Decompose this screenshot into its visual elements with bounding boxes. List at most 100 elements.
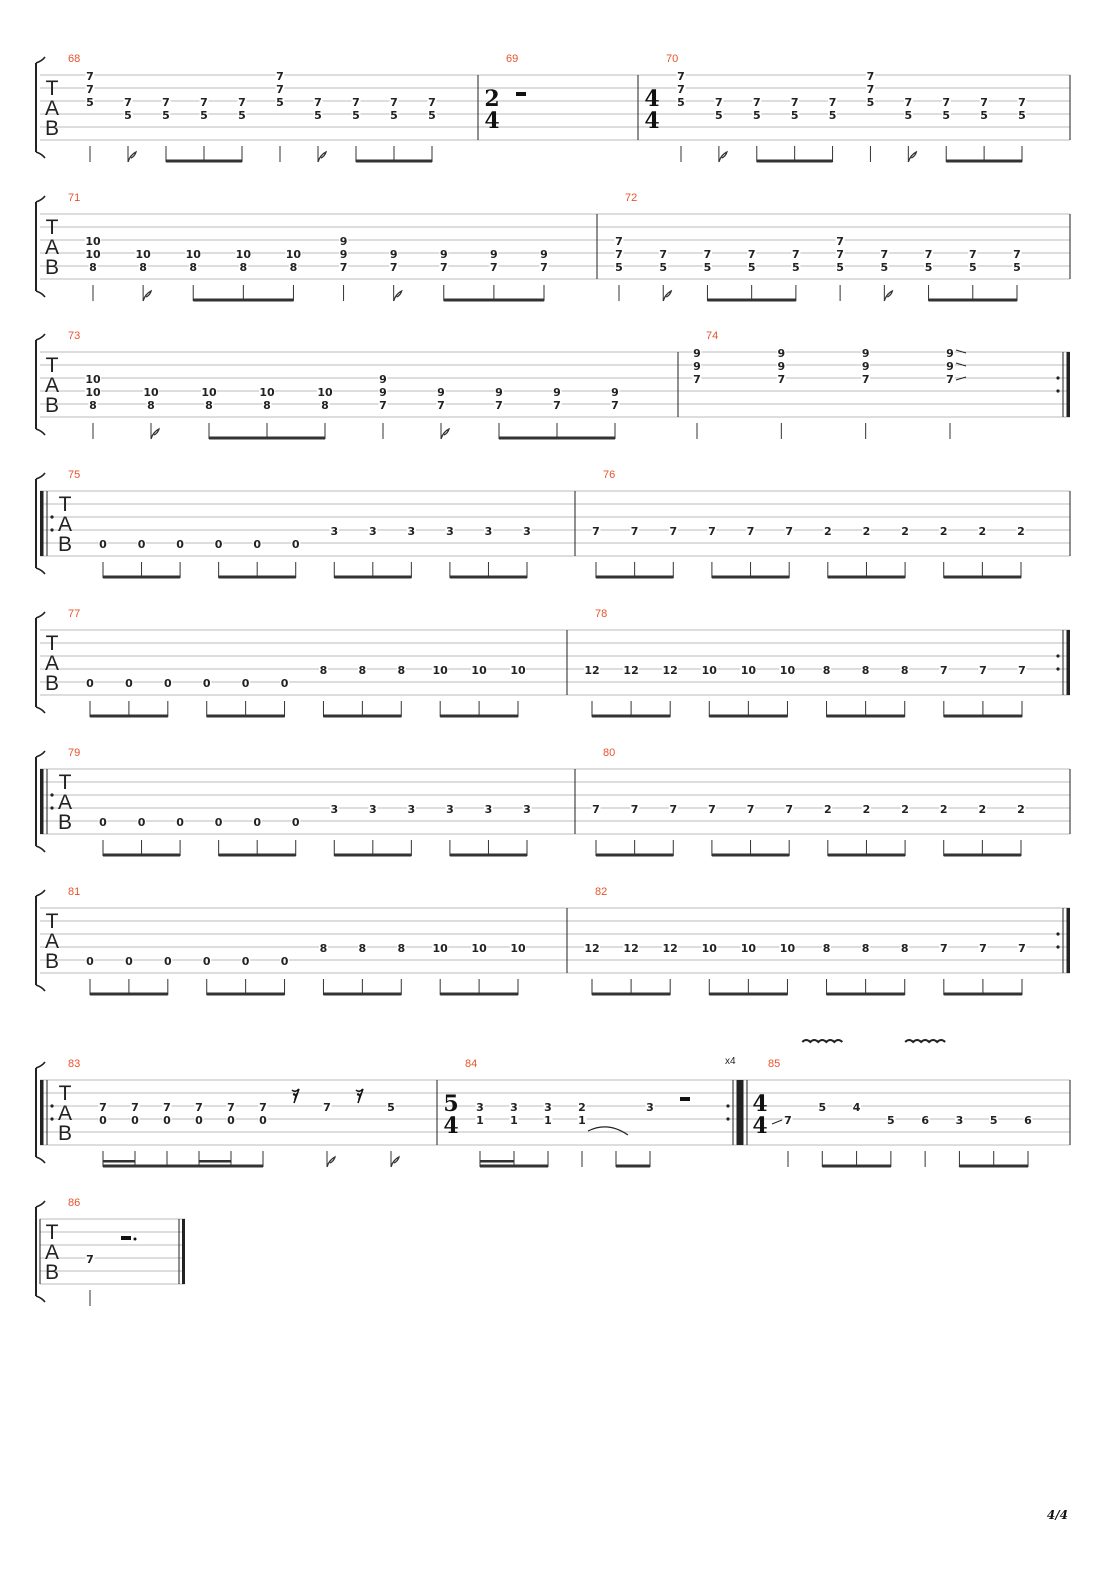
- beam: [826, 714, 905, 718]
- fret-number: 3: [485, 525, 493, 538]
- fret-number: 8: [89, 261, 97, 274]
- fret-number: 5: [704, 261, 712, 274]
- time-signature-top: 2: [484, 86, 499, 112]
- fret-mask: [199, 109, 209, 120]
- fret-number: 5: [428, 109, 436, 122]
- fret-number: 5: [162, 109, 170, 122]
- fret-number: 2: [1017, 803, 1025, 816]
- fret-number: 7: [785, 803, 793, 816]
- note-column: 10: [740, 664, 757, 717]
- beam: [206, 992, 285, 996]
- beam: [103, 1164, 263, 1168]
- fret-mask: [776, 360, 786, 371]
- fret-mask: [968, 248, 978, 259]
- fret-mask: [865, 70, 875, 81]
- fret-number: 9: [390, 248, 398, 261]
- note-column: 70: [226, 1101, 236, 1167]
- note-column: 0: [280, 677, 290, 717]
- fret-number: 10: [85, 235, 101, 248]
- tab-clef-letter: T: [59, 493, 72, 516]
- fret-mask: [291, 816, 301, 827]
- tab-clef-letter: T: [46, 354, 59, 377]
- fret-number: 7: [259, 1101, 267, 1114]
- fret-number: 7: [276, 70, 284, 83]
- fret-number: 5: [925, 261, 933, 274]
- fret-number: 1: [476, 1114, 484, 1127]
- fret-mask: [85, 373, 101, 384]
- note-flag: [326, 1155, 336, 1168]
- fret-number: 9: [693, 347, 701, 360]
- fret-number: 8: [205, 399, 213, 412]
- fret-number: 9: [778, 347, 786, 360]
- note-column: 0: [163, 677, 173, 717]
- fret-mask: [835, 261, 845, 272]
- fret-mask: [130, 1114, 140, 1125]
- fret-number: 7: [677, 70, 685, 83]
- fret-mask: [817, 1101, 827, 1112]
- note-column: 0: [85, 955, 95, 995]
- fret-number: 8: [823, 942, 831, 955]
- fret-mask: [389, 109, 399, 120]
- fret-mask: [214, 816, 224, 827]
- fret-number: 7: [124, 96, 132, 109]
- measure-number: 81: [68, 886, 80, 898]
- fret-mask: [235, 248, 252, 259]
- fret-number: 3: [646, 1101, 654, 1114]
- note-flag: [390, 1155, 400, 1168]
- fret-mask: [475, 1114, 485, 1125]
- note-column: 775: [275, 70, 285, 162]
- fret-number: 10: [471, 664, 487, 677]
- fret-number: 7: [495, 399, 503, 412]
- note-column: 75: [427, 96, 437, 162]
- beam: [90, 992, 168, 996]
- fret-number: 7: [693, 373, 701, 386]
- fret-mask: [259, 386, 275, 397]
- fret-number: 7: [200, 96, 208, 109]
- measure-number: 82: [595, 886, 607, 898]
- fret-number: 8: [320, 664, 328, 677]
- note-column: 97: [610, 386, 620, 439]
- note-column: 10: [510, 664, 526, 717]
- fret-mask: [88, 399, 98, 410]
- note-column: 75: [879, 248, 894, 302]
- fret-mask: [1017, 109, 1027, 120]
- fret-number: 7: [390, 96, 398, 109]
- note-column: 31: [509, 1101, 519, 1167]
- fret-mask: [351, 96, 361, 107]
- note-column: 5: [886, 1114, 896, 1167]
- vibrato-mark: [801, 1039, 843, 1044]
- fret-number: 9: [379, 373, 387, 386]
- note-column: 775: [676, 70, 686, 162]
- fret-mask: [941, 96, 951, 107]
- fret-mask: [978, 664, 988, 675]
- note-column: 3: [483, 525, 493, 578]
- fret-mask: [623, 942, 640, 953]
- beam: [592, 714, 671, 718]
- note-column: 75: [968, 248, 978, 301]
- repeat-thick-bar: [40, 491, 44, 556]
- fret-mask: [939, 664, 949, 675]
- fret-mask: [318, 942, 328, 953]
- fret-mask: [432, 664, 449, 675]
- beam: [827, 575, 906, 579]
- fret-mask: [339, 261, 349, 272]
- fret-mask: [790, 96, 800, 107]
- fret-mask: [436, 386, 446, 397]
- measure-number: 70: [666, 53, 678, 65]
- note-flag: [317, 150, 327, 163]
- fret-number: 9: [946, 347, 954, 360]
- measure-number: 79: [68, 747, 80, 759]
- fret-number: 5: [677, 96, 685, 109]
- note-column: 75: [702, 248, 712, 301]
- note-column: 10: [779, 664, 796, 717]
- beam-secondary: [199, 1160, 231, 1163]
- tab-clef-letter: B: [45, 394, 59, 417]
- fret-mask: [427, 96, 437, 107]
- beam: [323, 714, 402, 718]
- repeat-dot: [50, 1117, 54, 1121]
- note-column: 75: [747, 248, 757, 301]
- fret-mask: [489, 261, 499, 272]
